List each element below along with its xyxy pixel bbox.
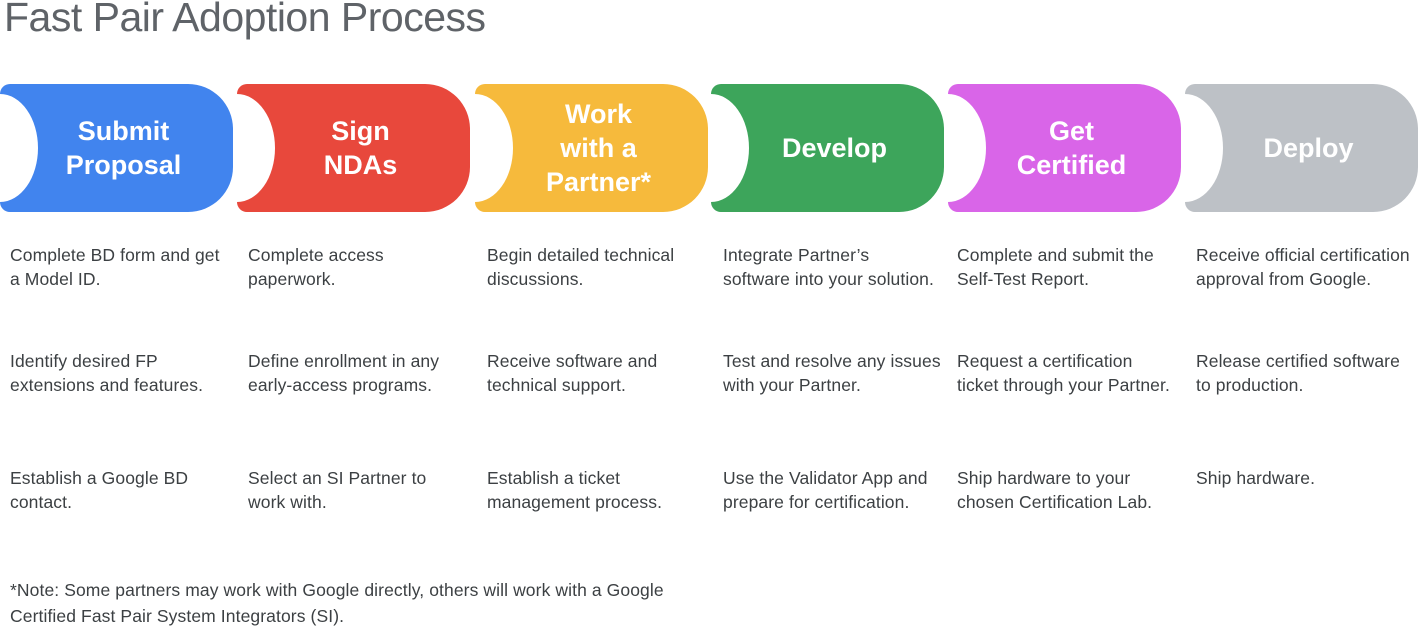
page-title: Fast Pair Adoption Process <box>4 0 486 40</box>
banner-shape-sign-ndas <box>237 84 470 212</box>
step-label-line: NDAs <box>323 150 398 180</box>
step-detail: Use the Validator App and prepare for ce… <box>723 468 928 512</box>
banner-shape <box>0 84 233 212</box>
step-details-column-deploy: Receive official certification approval … <box>1196 243 1414 490</box>
step-label-line: Sign <box>331 116 390 146</box>
step-label-sign-ndas: Sign NDAs <box>237 84 470 212</box>
step-banner-get-certified: Get Certified <box>948 84 1181 212</box>
banner-shape <box>237 84 470 212</box>
step-label-line: Deploy <box>1263 133 1354 163</box>
banner-shape <box>711 84 944 212</box>
step-details-column-develop: Integrate Partner’s software into your s… <box>723 243 941 514</box>
step-detail: Receive software and technical support. <box>487 351 658 395</box>
banner-shape <box>475 84 708 212</box>
banner-shape-work-with-partner <box>475 84 708 212</box>
step-banner-deploy: Deploy <box>1185 84 1418 212</box>
step-banner-work-with-partner: Work with a Partner* <box>475 84 708 212</box>
step-detail: Establish a ticket management process. <box>487 468 663 512</box>
step-label-develop: Develop <box>711 84 944 212</box>
step-label-deploy: Deploy <box>1185 84 1418 212</box>
step-label-line: Get <box>1048 116 1094 146</box>
step-label-line: Work <box>564 99 632 129</box>
step-banner-submit-proposal: Submit Proposal <box>0 84 233 212</box>
step-banner-develop: Develop <box>711 84 944 212</box>
step-detail: Integrate Partner’s software into your s… <box>723 245 934 289</box>
step-detail: Select an SI Partner to work with. <box>248 468 427 512</box>
banner-shape-deploy <box>1185 84 1418 212</box>
step-details-column-sign-ndas: Complete access paperwork. Define enroll… <box>248 243 466 514</box>
step-detail: Begin detailed technical discussions. <box>487 245 675 289</box>
banner-shape <box>1185 84 1418 212</box>
step-details-column-get-certified: Complete and submit the Self-Test Report… <box>957 243 1175 514</box>
step-label-line: with a <box>560 133 637 163</box>
step-details-column-submit-proposal: Complete BD form and get a Model ID. Ide… <box>10 243 228 514</box>
step-label-get-certified: Get Certified <box>948 84 1181 212</box>
step-detail: Release certified software to production… <box>1196 351 1400 395</box>
step-detail: Complete and submit the Self-Test Report… <box>957 245 1154 289</box>
banner-shape-develop <box>711 84 944 212</box>
step-details-column-work-with-partner: Begin detailed technical discussions. Re… <box>487 243 705 514</box>
step-banner-sign-ndas: Sign NDAs <box>237 84 470 212</box>
banner-shape <box>948 84 1181 212</box>
footnote: *Note: Some partners may work with Googl… <box>10 580 664 626</box>
step-label-line: Certified <box>1016 150 1127 180</box>
step-detail: Complete BD form and get a Model ID. <box>10 245 220 289</box>
step-detail: Complete access paperwork. <box>248 245 384 289</box>
step-label-line: Submit <box>77 116 170 146</box>
step-detail: Define enrollment in any early-access pr… <box>248 351 440 395</box>
step-detail: Identify desired FP extensions and featu… <box>10 351 204 395</box>
step-detail: Receive official certification approval … <box>1196 245 1410 289</box>
step-detail: Establish a Google BD contact. <box>10 468 189 512</box>
step-detail: Ship hardware to your chosen Certificati… <box>957 468 1153 512</box>
process-ribbon: Submit Proposal Sign NDAs Work with a <box>0 84 1423 212</box>
banner-shape-submit-proposal <box>0 84 233 212</box>
step-label-work-with-partner: Work with a Partner* <box>475 84 708 212</box>
banner-shape-get-certified <box>948 84 1181 212</box>
step-label-line: Partner* <box>545 167 652 197</box>
step-detail: Request a certification ticket through y… <box>957 351 1170 395</box>
step-label-line: Develop <box>781 133 888 163</box>
step-label-line: Proposal <box>65 150 182 180</box>
step-detail: Ship hardware. <box>1196 468 1316 488</box>
step-label-submit-proposal: Submit Proposal <box>0 84 233 212</box>
step-detail: Test and resolve any issues with your Pa… <box>723 351 941 395</box>
